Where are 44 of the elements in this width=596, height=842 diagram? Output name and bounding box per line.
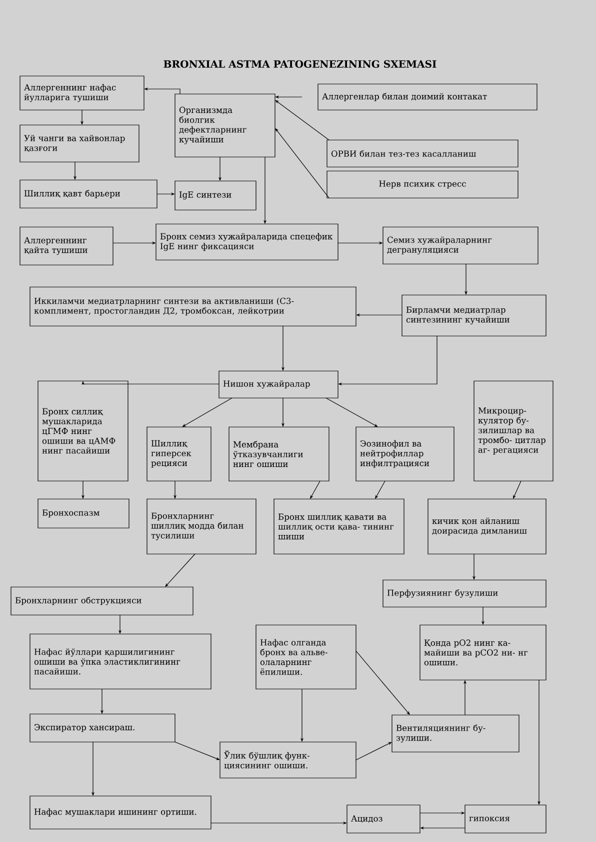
process-box: Бронхларнинг шиллиқ модда билан тусилиши	[146, 498, 256, 554]
process-box: Иккиламчи медиатрларнинг синтези ва активланиши (С3- комплимент, простогландин Д2, тромбоксан, лейкотрии	[30, 286, 356, 326]
process-box: Аллергенлар билан доимий контакат	[318, 84, 538, 110]
process-box: IgE синтези	[174, 180, 256, 210]
process-box: Аллергеннинг қайта тушиши	[20, 226, 114, 266]
process-box: Бронхоспазм	[38, 498, 130, 528]
process-box: Ўлик бўшлиқ функ- циясининг ошиши.	[220, 742, 356, 778]
process-box: Нафас мушаклари ишининг ортиши.	[30, 796, 212, 830]
process-box: Эозинофил ва нейтрофиллар инфилтрацияси	[356, 426, 454, 482]
process-box: Нерв психик стресс	[326, 170, 518, 198]
process-box: Нафас олганда бронх ва альве- олаларнинг ёпилиши.	[256, 624, 356, 690]
process-box: Қонда pO2 нинг ка- майиши ва pCO2 ни- нг ошиши.	[420, 624, 546, 680]
process-box: Бронх семиз хужайраларида спецефик IgE нинг фиксацияси	[156, 224, 338, 260]
process-box: Шиллиқ қавт барьери	[20, 180, 158, 208]
process-box: Аллергеннинг нафас йулларига тушиши	[20, 76, 144, 110]
process-box: Нафас йўллари қаршилигининг ошиши ва ўпка эластиклигининг пасайиши.	[30, 634, 212, 690]
process-box: Ацидоз	[346, 804, 420, 834]
arrow	[356, 650, 410, 715]
arrow	[375, 480, 386, 499]
arrow	[356, 742, 392, 760]
process-box: Бронхларнинг обструкцияси	[10, 586, 194, 616]
process-box: Перфузиянинг бузулиши	[382, 580, 546, 608]
process-box: Уй чанги ва хайвонлар қазғоги	[20, 124, 140, 162]
process-box: Нишон хужайралар	[218, 370, 338, 398]
process-box: Бирламчи медиатрлар синтезининг кучайиши	[402, 294, 546, 336]
process-box: Микроцир- кулятор бу- зилишлар ва тромбо- цитлар аг- регацияси	[474, 380, 554, 482]
arrow	[326, 398, 378, 427]
title: BRONXIAL ASTMA PATOGENEZINING SXEMASI	[164, 60, 436, 68]
process-box: Семиз хужайраларнинг дегрануляцияси	[382, 226, 538, 264]
process-box: Бронх силлиқ мушакларида цГМФ нинг ошиши ва цАМФ нинг пасайиши	[38, 380, 128, 482]
arrow	[182, 398, 232, 427]
arrow	[310, 480, 320, 499]
arrow	[165, 554, 196, 587]
arrow	[275, 100, 330, 140]
process-box: Мембрана ўтказувчанлиги нинг ошиши	[228, 426, 330, 482]
process-box: ОРВИ билан тез-тез касалланиш	[326, 140, 518, 168]
process-box: Организмда биолгик дефектларнинг кучайиши	[174, 94, 276, 158]
process-box: Вентиляциянинг бу- зулиши.	[392, 714, 520, 752]
process-box: Шиллиқ гиперсек рецияси	[146, 426, 212, 482]
process-box: кичик қон айланиш доирасида димланиш	[428, 498, 546, 554]
process-box: Бронх шиллиқ қавати ва шиллиқ ости қава- тининг шиши	[274, 498, 404, 554]
process-box: гипоксия	[464, 804, 546, 834]
arrow	[275, 128, 330, 198]
process-box: Экспиратор хансираш.	[30, 714, 176, 742]
